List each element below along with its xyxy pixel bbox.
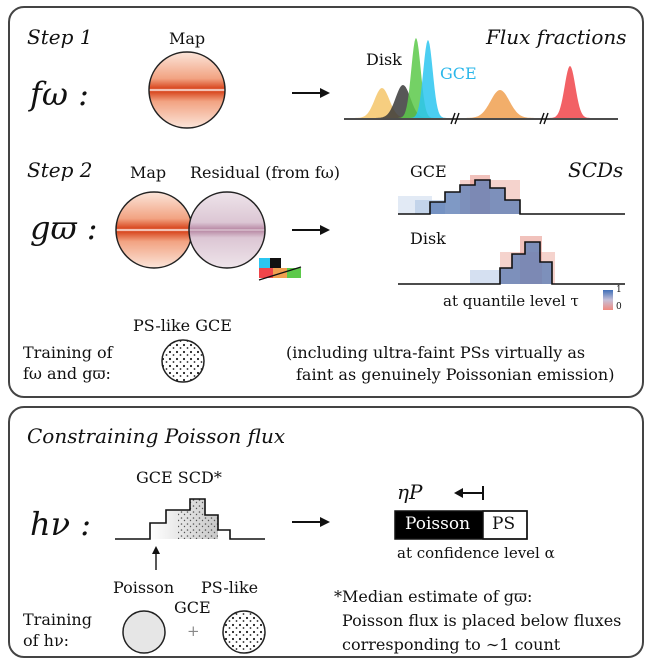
poisson-label: Poisson <box>113 578 175 597</box>
training-bottom-line1: Training <box>23 610 92 629</box>
sky-map-step2 <box>115 191 193 269</box>
gce-scd-label: GCE SCD* <box>136 468 222 487</box>
eta-p-label: ηP <box>397 480 423 504</box>
training-note-line2: faint as genuinely Poissonian emission) <box>296 365 615 384</box>
arrow-step2-icon <box>292 225 330 235</box>
colorbar-bottom-label: 0 <box>616 302 622 312</box>
gce-label: GCE <box>440 64 477 83</box>
poisson-panel <box>8 406 644 658</box>
step-panel <box>8 6 644 398</box>
poisson-ps-bar <box>394 510 528 540</box>
up-arrow-icon <box>152 546 160 570</box>
flux-peak-2 <box>367 85 439 118</box>
residual-label: Residual (from fω) <box>190 163 341 182</box>
ps-like-gce-map <box>161 339 205 383</box>
ps-bar-label: PS <box>492 514 516 534</box>
f-omega-symbol: fω : <box>30 75 89 113</box>
g-varpi-symbol: gϖ : <box>30 209 98 247</box>
quantile-colorbar <box>603 290 613 310</box>
scd-gce-chart <box>398 175 625 215</box>
step1-map-label: Map <box>169 29 206 48</box>
footnote-line1: *Median estimate of gϖ: <box>334 587 533 606</box>
training-bottom-line2: of hν: <box>23 631 70 650</box>
pslike-gce-label: PS-like GCE <box>133 316 232 335</box>
residual-map <box>188 191 266 269</box>
flux-fractions-label: Flux fractions <box>486 25 627 49</box>
scds-label: SCDs <box>568 158 624 182</box>
confidence-text: at confidence level α <box>397 544 555 562</box>
flux-peak-3 <box>393 38 439 118</box>
training-top-line2: fω and gϖ: <box>23 364 111 383</box>
footnote-line2: Poisson flux is placed below fluxes <box>342 611 622 630</box>
pslike-gce-map-bottom <box>222 610 266 654</box>
training-note-line1: (including ultra-faint PSs virtually as <box>286 343 586 362</box>
flux-peak-1 <box>346 88 418 118</box>
scd-disk-chart <box>398 236 625 285</box>
poisson-bar-label: Poisson <box>405 514 471 534</box>
step1-title: Step 1 <box>27 25 93 49</box>
training-top-line1: Training of <box>23 343 113 362</box>
plus-sign: + <box>187 622 200 640</box>
flux-peak-4 <box>405 40 451 118</box>
quantile-text: at quantile level τ <box>443 292 579 310</box>
pslike-label: PS-like <box>201 578 259 597</box>
constraining-title: Constraining Poisson flux <box>27 424 286 448</box>
eta-left-arrow-icon <box>454 486 484 500</box>
sky-map-step1 <box>148 51 226 129</box>
color-squares-icon <box>258 258 302 281</box>
disk-label: Disk <box>366 50 402 69</box>
step2-title: Step 2 <box>27 158 93 182</box>
flux-peak-5 <box>455 90 545 118</box>
arrow-bottom-icon <box>292 517 330 527</box>
arrow-step1-icon <box>292 88 330 98</box>
step2-map-label: Map <box>130 163 167 182</box>
gce-scd-step-chart <box>115 498 265 540</box>
colorbar-top-label: 1 <box>616 285 622 295</box>
flux-peak-6 <box>544 66 596 118</box>
flux-fraction-axis <box>344 112 618 125</box>
scd-gce-label: GCE <box>410 162 447 181</box>
scd-disk-label: Disk <box>410 229 446 248</box>
footnote-line3: corresponding to ∼1 count <box>342 635 561 654</box>
h-nu-symbol: hν : <box>30 505 92 543</box>
flux-fraction-peaks <box>346 38 596 118</box>
poisson-gce-map <box>122 610 166 654</box>
gce-bottom-label: GCE <box>174 598 211 617</box>
